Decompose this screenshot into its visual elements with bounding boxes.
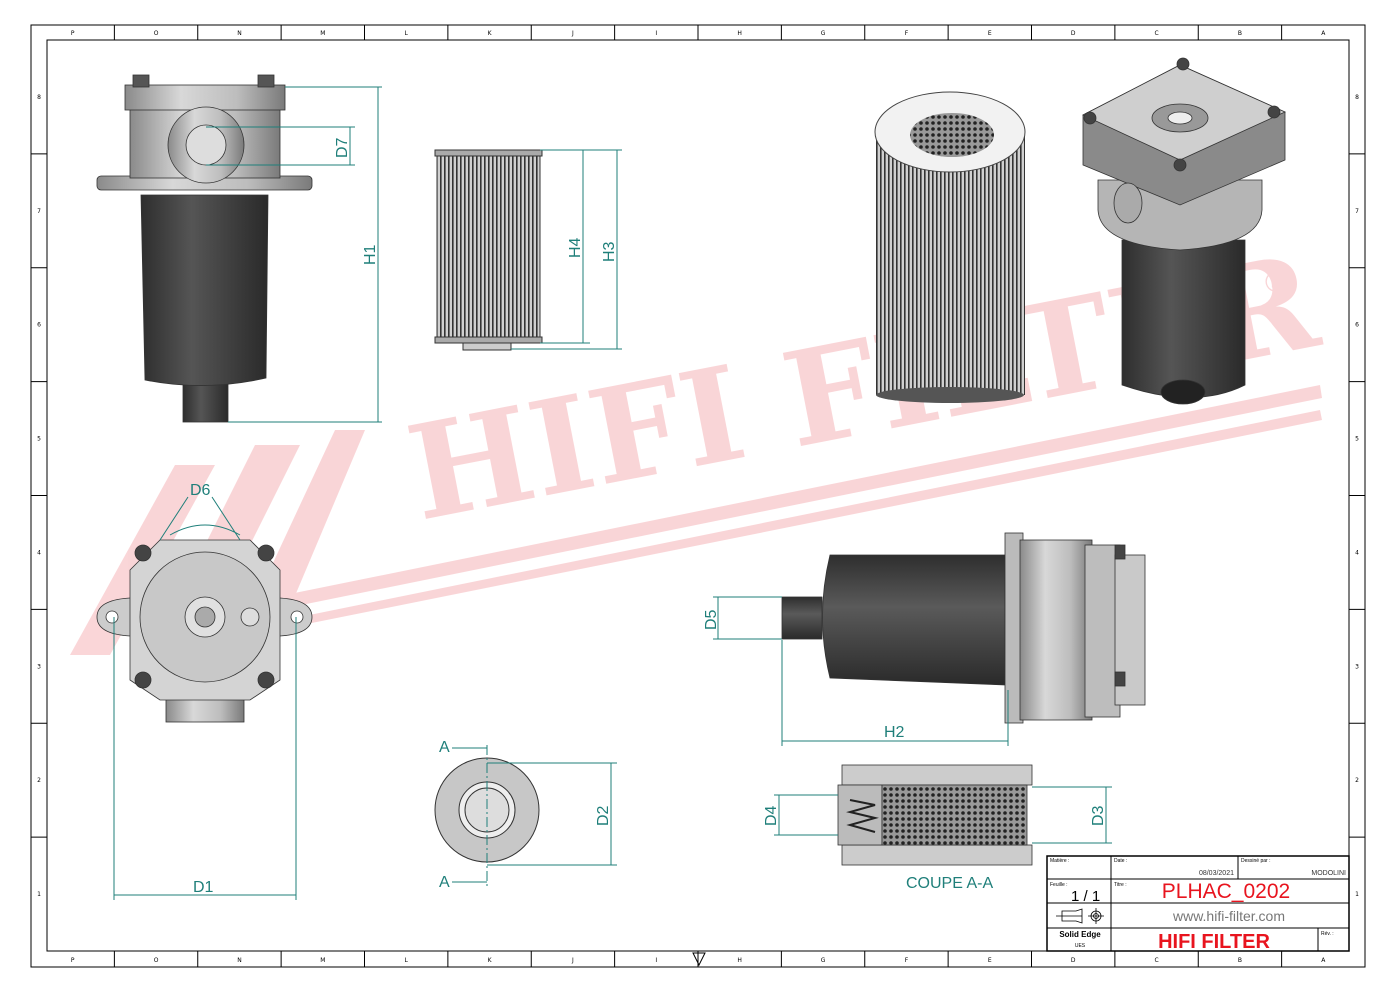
side-view-filter [781, 532, 1146, 724]
border-col-label-bottom: M [320, 957, 325, 964]
drawing-title: PLHAC_0202 [1162, 880, 1290, 903]
border-row-label-right: 7 [1355, 208, 1359, 215]
border-col-label-bottom: G [821, 957, 826, 964]
label-h2: H2 [884, 724, 905, 741]
border-col-label-top: E [988, 30, 992, 37]
border-col-label-top: A [1321, 30, 1326, 37]
software-name: Solid Edge [1059, 930, 1101, 939]
border-row-label-right: 4 [1355, 549, 1359, 556]
border-col-label-top: P [71, 30, 75, 37]
date-value: 08/03/2021 [1199, 870, 1234, 877]
company-name: HIFI FILTER [1158, 931, 1270, 953]
border-col-label-bottom: O [154, 957, 159, 964]
title-label: Titre : [1114, 882, 1127, 888]
date-label: Date : [1114, 858, 1127, 864]
dimension-d4-d3: D4 D3 [763, 786, 1112, 844]
border-labels: P P O O N N M M L L K K J J I I H H G G F F E E D D C C B B A A 8 8 7 7 6 6 5 5… [37, 30, 1359, 964]
border-col-label-top: N [237, 30, 242, 37]
label-d1: D1 [193, 879, 214, 896]
border-col-label-top: C [1154, 30, 1158, 37]
cut-label-a-bottom: A [439, 874, 450, 891]
dimension-d7: D7 [206, 126, 355, 166]
border-col-label-bottom: K [488, 957, 493, 964]
svg-text:®: ® [1265, 266, 1287, 299]
section-cut-markers: A A [439, 739, 487, 891]
border-col-label-bottom: C [1154, 957, 1158, 964]
border-col-label-bottom: I [655, 957, 657, 964]
center-mark-icon [692, 952, 706, 967]
border-row-label-left: 6 [37, 322, 41, 329]
sheet-value: 1 / 1 [1071, 888, 1100, 905]
border-col-label-top: G [821, 30, 826, 37]
border-col-label-top: F [905, 30, 909, 37]
border-col-label-bottom: A [1321, 957, 1326, 964]
top-view-filter [96, 539, 313, 723]
label-d2: D2 [595, 805, 612, 826]
border-col-label-top: J [571, 30, 574, 37]
border-col-label-bottom: L [405, 957, 409, 964]
drawn-by-value: MODOLINI [1311, 870, 1346, 877]
section-title: COUPE A-A [906, 875, 993, 892]
element-isometric-view [874, 91, 1026, 403]
section-view-element [837, 764, 1033, 866]
border-col-label-top: M [320, 30, 325, 37]
border-row-label-left: 7 [37, 208, 41, 215]
border-row-label-right: 2 [1355, 777, 1359, 784]
label-d7: D7 [334, 137, 351, 158]
dimension-h4-h3: H4 H3 [511, 149, 622, 350]
border-row-label-right: 1 [1355, 891, 1359, 898]
border-col-label-top: I [655, 30, 657, 37]
border-col-label-bottom: P [71, 957, 75, 964]
border-col-label-top: K [488, 30, 493, 37]
border-row-label-right: 5 [1355, 436, 1359, 443]
label-d4: D4 [763, 805, 780, 826]
element-side-view [434, 149, 543, 351]
border-row-label-right: 3 [1355, 663, 1359, 670]
website: www.hifi-filter.com [1172, 908, 1285, 924]
material-label: Matière : [1050, 858, 1069, 864]
sheet-label: Feuille : [1050, 882, 1068, 888]
border-col-label-bottom: J [571, 957, 574, 964]
title-block: Matière : Date : 08/03/2021 Dessiné par … [1046, 855, 1350, 953]
border-col-label-top: L [405, 30, 409, 37]
border-col-label-top: D [1071, 30, 1076, 37]
border-col-label-bottom: B [1238, 957, 1242, 964]
border-row-label-left: 3 [37, 663, 41, 670]
border-row-label-left: 1 [37, 891, 41, 898]
border-row-label-left: 2 [37, 777, 41, 784]
element-end-view [434, 745, 540, 888]
label-h1: H1 [362, 244, 379, 265]
border-col-label-bottom: E [988, 957, 992, 964]
label-h3: H3 [601, 241, 618, 262]
dimension-h2-d5: H2 D5 [703, 596, 1009, 746]
border-col-label-bottom: N [237, 957, 242, 964]
border-row-label-right: 6 [1355, 322, 1359, 329]
border-row-label-left: 5 [37, 436, 41, 443]
border-row-label-right: 8 [1355, 94, 1359, 101]
cut-label-a-top: A [439, 739, 450, 756]
drawing-frame [30, 24, 1366, 968]
border-col-label-bottom: F [905, 957, 909, 964]
software-sub: UES [1075, 943, 1086, 949]
dimension-d1-d6: D1 D6 [113, 482, 297, 900]
border-col-label-bottom: D [1071, 957, 1076, 964]
filter-isometric-view [1082, 57, 1286, 405]
label-d5: D5 [703, 609, 720, 630]
border-col-label-top: H [737, 30, 742, 37]
rev-label: Rév. : [1321, 931, 1334, 937]
drawn-by-label: Dessiné par : [1241, 858, 1270, 864]
label-h4: H4 [567, 237, 584, 258]
border-row-label-left: 8 [37, 94, 41, 101]
front-view-filter [96, 74, 313, 423]
border-col-label-top: O [154, 30, 159, 37]
border-col-label-top: B [1238, 30, 1242, 37]
projection-symbol-icon [1056, 908, 1104, 924]
label-d3: D3 [1090, 805, 1107, 826]
border-col-label-bottom: H [737, 957, 742, 964]
label-d6: D6 [190, 482, 211, 499]
dimension-h1: H1 [228, 86, 382, 423]
dimension-d2: D2 [487, 762, 617, 866]
border-row-label-left: 4 [37, 549, 41, 556]
